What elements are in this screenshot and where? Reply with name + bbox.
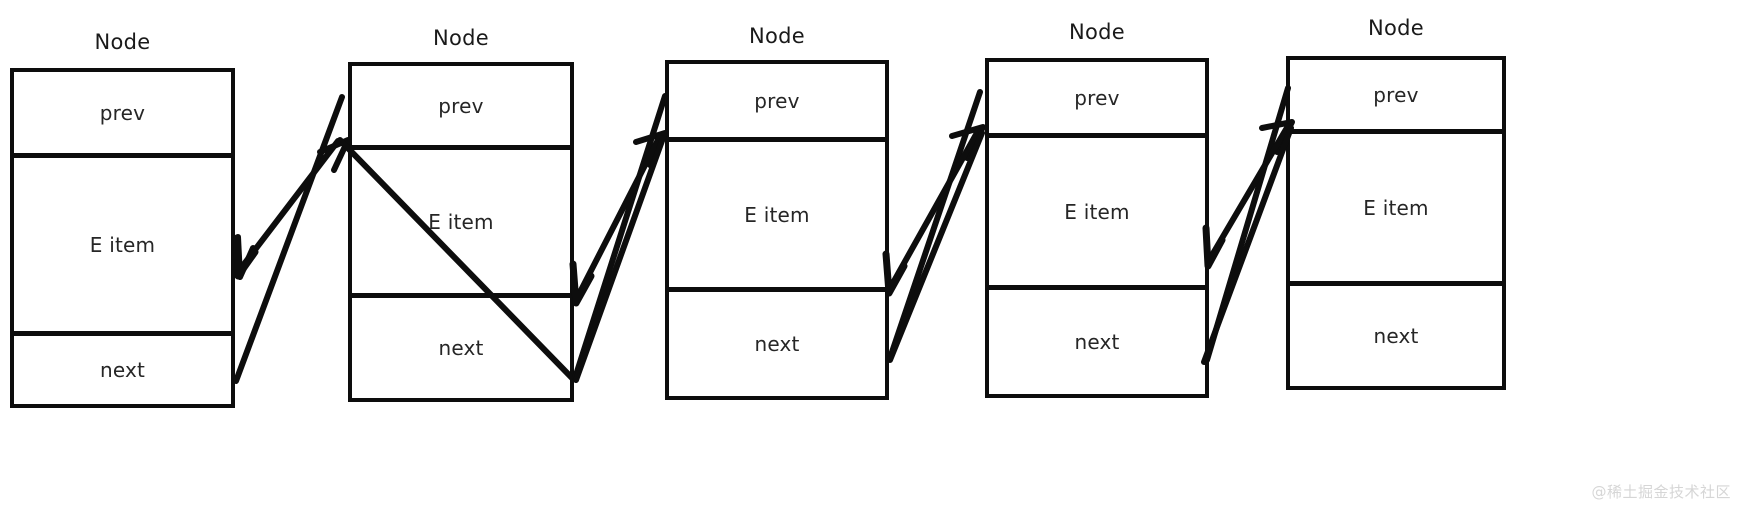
link-arrow-2-next [572,93,668,381]
link-arrow-4-next [1204,85,1295,363]
node-field-next: next [1373,324,1419,348]
link-arrow-4-prev [1202,123,1291,270]
node-field-prev: prev [1290,60,1502,134]
node-box: prev E item next [985,58,1209,398]
link-arrow-3-next [887,89,986,361]
node-field-next: next [754,332,800,356]
link-arrow-3-return [887,130,985,363]
node-title: Node [432,26,489,50]
link-arrow-3-prev [882,128,981,297]
node-box: prev E item next [1286,56,1506,390]
watermark: @稀土掘金技术社区 [1591,483,1731,501]
node-field-next: next [438,336,484,360]
link-arrow-2-return [573,135,666,383]
node-title: Node [1068,20,1125,44]
node-box: prev E item next [10,68,235,408]
node-field-next: next [99,358,146,382]
node-title: Node [748,24,805,48]
node-field-item: E item [352,150,570,298]
link-arrow-2-down [233,138,341,280]
node-field-prev: prev [352,66,570,150]
link-arrow-2-prev [569,133,663,307]
node-field-prev: prev [989,62,1205,138]
node-field-item: E item [14,158,231,336]
node-field-prev: prev [14,72,231,158]
node-field-item: E item [669,142,885,292]
node-title: Node [94,30,151,54]
node-box: prev E item next [348,62,574,402]
node-field-item: E item [989,138,1205,290]
node-field-prev: prev [669,64,885,142]
node-field-item: E item [1290,134,1502,286]
node-title: Node [1367,16,1424,40]
node-box: prev E item next [665,60,889,400]
link-arrow-4-return [1201,125,1294,365]
link-arrow-1-next [233,94,351,384]
node-field-next: next [1074,330,1120,354]
